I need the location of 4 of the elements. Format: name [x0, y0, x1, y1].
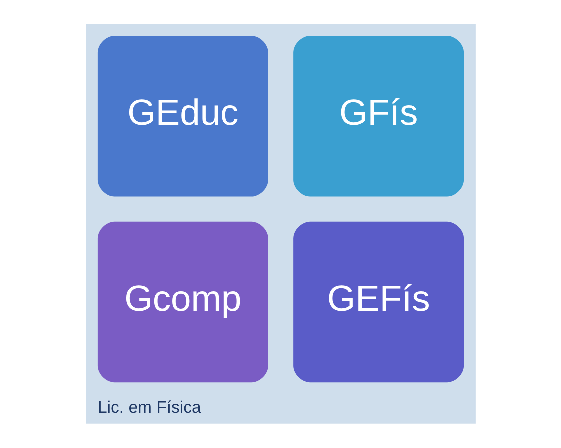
node-box: GEFís: [293, 222, 464, 383]
node-box: Gcomp: [97, 222, 268, 383]
node-box: GFís: [293, 36, 464, 197]
node-box: GEduc: [97, 36, 268, 197]
